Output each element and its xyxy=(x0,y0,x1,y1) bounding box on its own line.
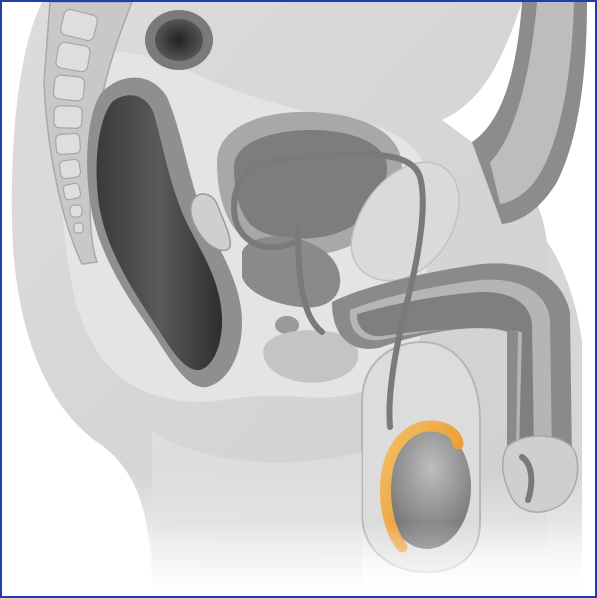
glans xyxy=(503,436,578,512)
colon-cross-section xyxy=(145,10,213,70)
